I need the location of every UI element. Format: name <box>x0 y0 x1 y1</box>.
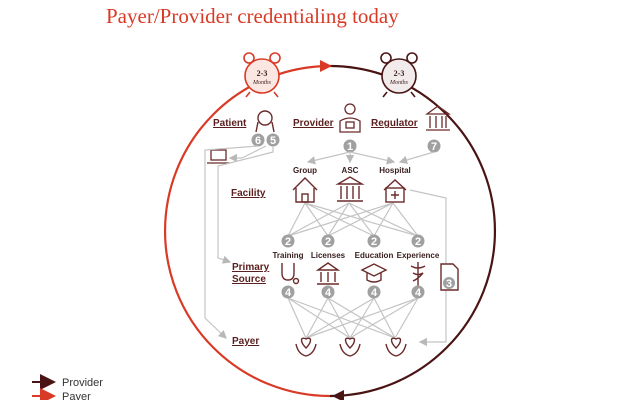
alarm-clock-icon: 2-3 Months <box>243 52 281 98</box>
alarm-clock-icon: 2-3 Months <box>380 52 418 98</box>
step-number: 1 <box>347 141 353 153</box>
stethoscope-icon <box>281 263 300 285</box>
doctor-icon <box>339 103 361 133</box>
clock-duration: 2-3 <box>257 69 268 78</box>
facility-hospital-label: Hospital <box>379 166 411 175</box>
source-licenses-label: Licenses <box>311 251 346 260</box>
step-badge <box>266 133 280 147</box>
step-badge <box>251 133 265 147</box>
provider-cycle-arc <box>329 64 497 398</box>
facility-asc-label: ASC <box>342 166 359 175</box>
heart-hands-icon <box>295 337 317 357</box>
step-number: 3 <box>446 278 452 290</box>
source-training-label: Training <box>272 251 303 260</box>
step-badge <box>321 234 335 248</box>
heart-hands-icon <box>385 337 407 357</box>
step-badge <box>427 139 441 153</box>
step-badge <box>367 285 381 299</box>
clock-unit: Months <box>389 80 409 86</box>
step-badge <box>367 234 381 248</box>
primary-source-row-label-2: Source <box>232 274 266 285</box>
payer-cycle-arrowhead <box>320 60 332 72</box>
license-building-icon <box>315 262 341 285</box>
clock-duration: 2-3 <box>394 69 405 78</box>
step-number: 4 <box>285 287 292 299</box>
patient-label: Patient <box>213 118 247 129</box>
step-number: 4 <box>415 287 422 299</box>
laptop-icon <box>207 149 230 164</box>
hospital-icon <box>383 179 407 203</box>
provider-cycle-arrowhead <box>332 390 344 400</box>
building-columns-icon <box>335 176 365 202</box>
primary-source-row-label: Primary <box>232 262 270 273</box>
step-number: 2 <box>371 236 377 248</box>
source-experience-label: Experience <box>397 251 440 260</box>
house-icon <box>292 177 318 203</box>
payer-row-label: Payer <box>232 336 259 347</box>
regulator-label: Regulator <box>371 118 418 129</box>
heart-hands-icon <box>339 337 361 357</box>
provider-label: Provider <box>293 118 334 129</box>
step-number: 7 <box>431 141 437 153</box>
step-number: 4 <box>325 287 332 299</box>
step-number: 2 <box>285 236 291 248</box>
step-badge <box>281 285 295 299</box>
step-badge <box>321 285 335 299</box>
step-number: 2 <box>415 236 421 248</box>
facility-group-label: Group <box>293 166 317 175</box>
step-number: 2 <box>325 236 331 248</box>
patient-head-icon <box>255 110 275 133</box>
legend: Provider Payer <box>32 374 103 400</box>
step-badge <box>411 285 425 299</box>
source-education-label: Education <box>355 251 394 260</box>
step-number: 6 <box>255 135 261 147</box>
legend-payer-label: Payer <box>62 391 91 400</box>
step-number: 5 <box>270 135 276 147</box>
graduation-cap-icon <box>360 263 388 283</box>
page-title: Payer/Provider credentialing today <box>106 4 399 28</box>
facility-row-label: Facility <box>231 188 266 199</box>
legend-provider-label: Provider <box>62 377 103 389</box>
government-building-icon <box>425 105 451 131</box>
step-number: 4 <box>371 287 378 299</box>
document-icon: 3 <box>440 263 459 291</box>
caduceus-icon <box>410 262 426 286</box>
step-badge <box>411 234 425 248</box>
step-badge <box>343 139 357 153</box>
step-badge <box>281 234 295 248</box>
clock-unit: Months <box>252 80 272 86</box>
